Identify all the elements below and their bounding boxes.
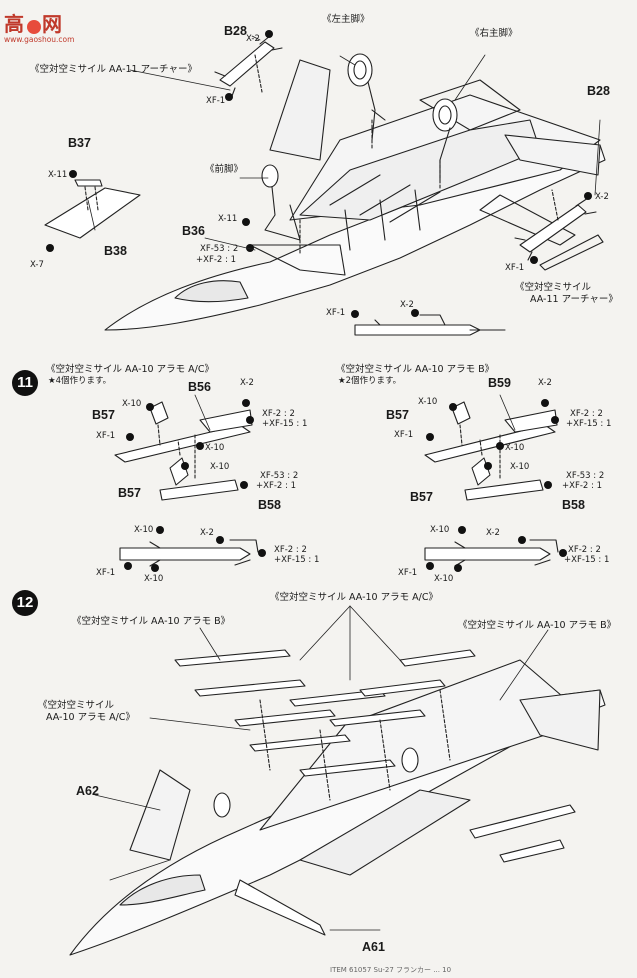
- paint-xf2-1-l: +XF-2 : 1: [256, 481, 296, 491]
- watermark-logo: 高网 www.gaoshou.com: [4, 8, 74, 44]
- paint-x2-r: X-2: [538, 378, 552, 388]
- step12-missiles: [174, 649, 476, 801]
- paint-x10-l3: X-10: [210, 462, 230, 472]
- top-aircraft: [44, 35, 606, 336]
- part-b59: B59: [488, 376, 511, 390]
- paint-xf1-r2: XF-1: [398, 568, 418, 578]
- paint-xf2-2-l1: XF-2 : 2: [262, 409, 295, 419]
- step11-left-sub: ★4個作ります。: [48, 376, 112, 386]
- paint-xf1-l1: XF-1: [96, 431, 116, 441]
- paint-xf15-1-r1: +XF-15 : 1: [566, 419, 612, 429]
- step11-right-sub: ★2個作ります。: [338, 376, 402, 386]
- part-b38: B38: [104, 244, 127, 258]
- nose-gear-label: 《前脚》: [205, 164, 244, 175]
- paint-xf1-mid: XF-1: [326, 308, 346, 318]
- paint-xf53-l: XF-53 : 2: [260, 471, 299, 481]
- missile-aa11-left-label: 《空対空ミサイル AA-11 アーチャー》: [30, 64, 197, 75]
- step11-right-missile: [424, 401, 559, 567]
- paint-x10-r4: X-10: [430, 525, 450, 535]
- right-main-gear-label: 《右主脚》: [470, 28, 518, 39]
- paint-xf15-1-r2: +XF-15 : 1: [564, 555, 610, 565]
- paint-xf2-1-r: +XF-2 : 1: [562, 481, 602, 491]
- missile-aa11-right-label-2: AA-11 アーチャー》: [530, 294, 618, 305]
- paint-x10-r1: X-10: [418, 397, 438, 407]
- paint-xf1-right: XF-1: [505, 263, 525, 273]
- paint-x10-r3: X-10: [510, 462, 530, 472]
- step11-callout-dots: [124, 399, 567, 572]
- paint-x2-left: X-2: [246, 34, 260, 44]
- paint-xf1-left: XF-1: [206, 96, 226, 106]
- paint-x2-mid: X-2: [400, 300, 414, 310]
- step-number-12: 12: [12, 590, 38, 616]
- paint-x10-l5: X-10: [144, 574, 164, 584]
- part-b58-l: B58: [258, 498, 281, 512]
- part-b57-r1: B57: [386, 408, 409, 422]
- paint-callout-dots: [46, 30, 592, 318]
- step12-title-b-left: 《空対空ミサイル AA-10 アラモ B》: [72, 616, 231, 627]
- paint-x11-b36: X-11: [218, 214, 238, 224]
- paint-xf15-1-l2: +XF-15 : 1: [274, 555, 320, 565]
- paint-xf2-top: +XF-2 : 1: [196, 255, 236, 265]
- paint-xf15-1-l1: +XF-15 : 1: [262, 419, 308, 429]
- part-b28-right: B28: [587, 84, 610, 98]
- paint-xf53-top: XF-53 : 2: [200, 244, 239, 254]
- watermark-brand-2: 网: [42, 12, 64, 36]
- step12-aircraft: [69, 659, 606, 956]
- part-b57-l2: B57: [118, 486, 141, 500]
- paint-x7: X-7: [30, 260, 44, 270]
- watermark-brand: 高: [4, 12, 26, 36]
- part-b58-r: B58: [562, 498, 585, 512]
- part-b37: B37: [68, 136, 91, 150]
- missile-aa11-right-label-1: 《空対空ミサイル: [515, 282, 592, 293]
- paint-xf1-r1: XF-1: [394, 430, 414, 440]
- page-footer: ITEM 61057 Su-27 フランカー ... 10: [330, 966, 452, 974]
- paint-x10-r5: X-10: [434, 574, 454, 584]
- paint-x2-l: X-2: [240, 378, 254, 388]
- leader-lines: [87, 35, 601, 931]
- step12-title-ac-left-1: 《空対空ミサイル: [38, 700, 115, 711]
- step12-title-b-right: 《空対空ミサイル AA-10 アラモ B》: [458, 620, 617, 631]
- paint-xf2-2-r1: XF-2 : 2: [570, 409, 603, 419]
- part-b57-r2: B57: [410, 490, 433, 504]
- paint-x2-right: X-2: [595, 192, 609, 202]
- paint-xf2-2-l2: XF-2 : 2: [274, 545, 307, 555]
- paint-x10-l4: X-10: [134, 525, 154, 535]
- paint-xf53-r: XF-53 : 2: [566, 471, 605, 481]
- part-b56: B56: [188, 380, 211, 394]
- paint-xf2-2-r2: XF-2 : 2: [568, 545, 601, 555]
- step11-right-title: 《空対空ミサイル AA-10 アラモ B》: [336, 364, 495, 375]
- part-b28-left: B28: [224, 24, 247, 38]
- left-main-gear-label: 《左主脚》: [322, 14, 370, 25]
- part-b36: B36: [182, 224, 205, 238]
- part-a62: A62: [76, 784, 99, 798]
- paint-x10-l1: X-10: [122, 399, 142, 409]
- step11-left-title: 《空対空ミサイル AA-10 アラモ A/C》: [46, 364, 214, 375]
- watermark-url: www.gaoshou.com: [4, 35, 75, 44]
- paint-xf1-l2: XF-1: [96, 568, 116, 578]
- watermark-circle-icon: [27, 19, 41, 34]
- part-a61: A61: [362, 940, 385, 954]
- paint-x2-l2: X-2: [200, 528, 214, 538]
- step11-left-missile: [114, 401, 259, 567]
- paint-x10-r2: X-10: [505, 443, 525, 453]
- paint-x2-r2: X-2: [486, 528, 500, 538]
- paint-x10-l2: X-10: [205, 443, 225, 453]
- paint-x11-b37: X-11: [48, 170, 68, 180]
- step12-title-ac-left-2: AA-10 アラモ A/C》: [46, 712, 135, 723]
- step-number-11: 11: [12, 370, 38, 396]
- step12-title-ac-top: 《空対空ミサイル AA-10 アラモ A/C》: [270, 592, 438, 603]
- part-b57-l1: B57: [92, 408, 115, 422]
